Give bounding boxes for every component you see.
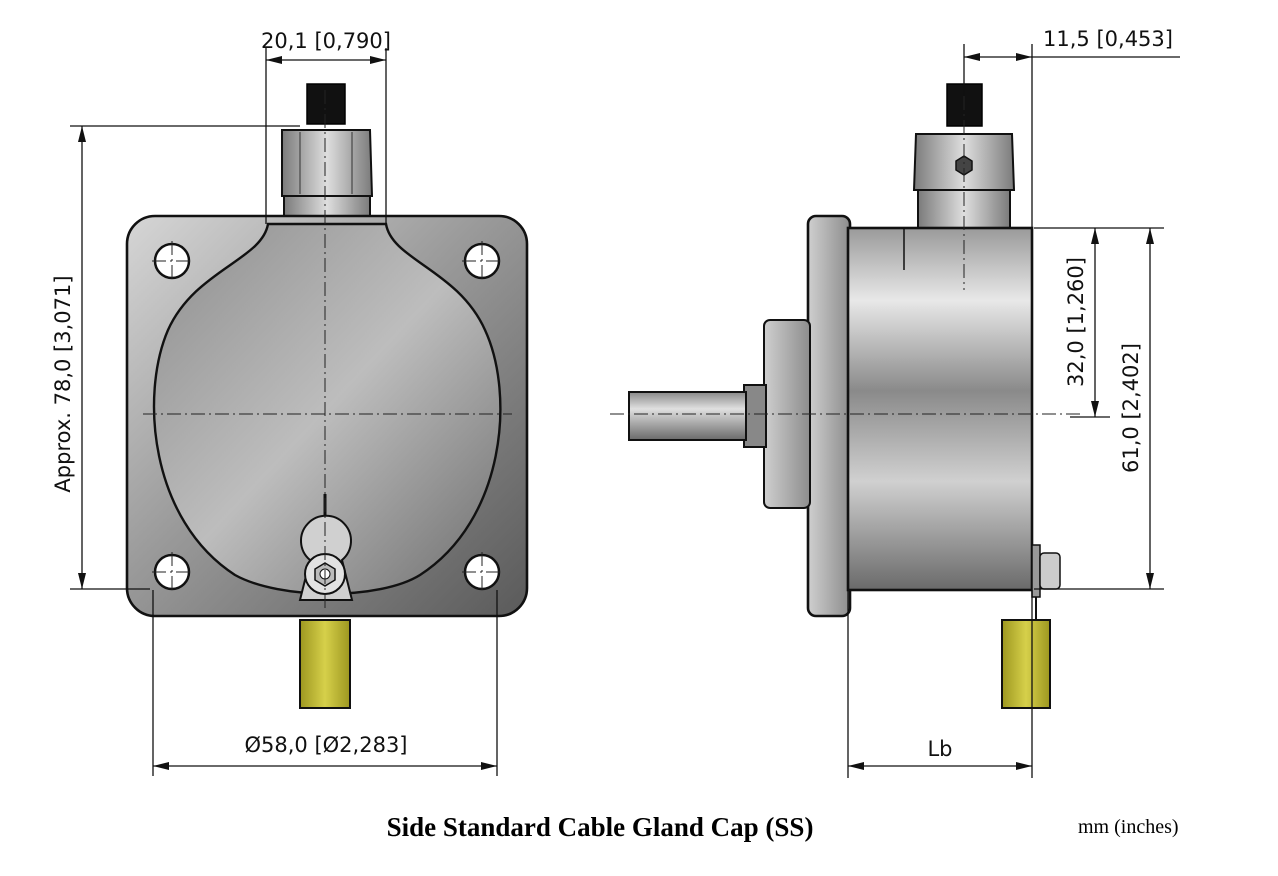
figure-caption: Side Standard Cable Gland Cap (SS) (386, 812, 814, 842)
front-mounting-holes (152, 241, 502, 592)
units-note: mm (inches) (1078, 816, 1179, 838)
front-view (125, 83, 529, 709)
dim-axis-to-gland: 32,0 [1,260] (1064, 257, 1088, 387)
dim-gland-width: 20,1 [0,790] (261, 29, 391, 53)
side-view (610, 83, 1080, 709)
front-cable (306, 83, 346, 125)
front-yellow-connector (299, 619, 351, 709)
side-dimensions (847, 44, 1180, 778)
dim-flange-diameter: Ø58,0 [Ø2,283] (245, 733, 408, 757)
side-flange (806, 214, 852, 618)
dim-body-height: 61,0 [2,402] (1119, 343, 1143, 473)
front-ground-screw (298, 494, 354, 709)
side-body (846, 226, 1034, 592)
dim-body-length: Lb (927, 737, 952, 761)
side-shaft (628, 391, 747, 441)
front-dimensions (70, 48, 498, 776)
side-yellow-connector (1001, 619, 1051, 709)
dim-gland-offset: 11,5 [0,453] (1043, 27, 1173, 51)
front-gland-nut (281, 129, 374, 197)
dim-overall-height: Approx. 78,0 [3,071] (51, 275, 75, 492)
